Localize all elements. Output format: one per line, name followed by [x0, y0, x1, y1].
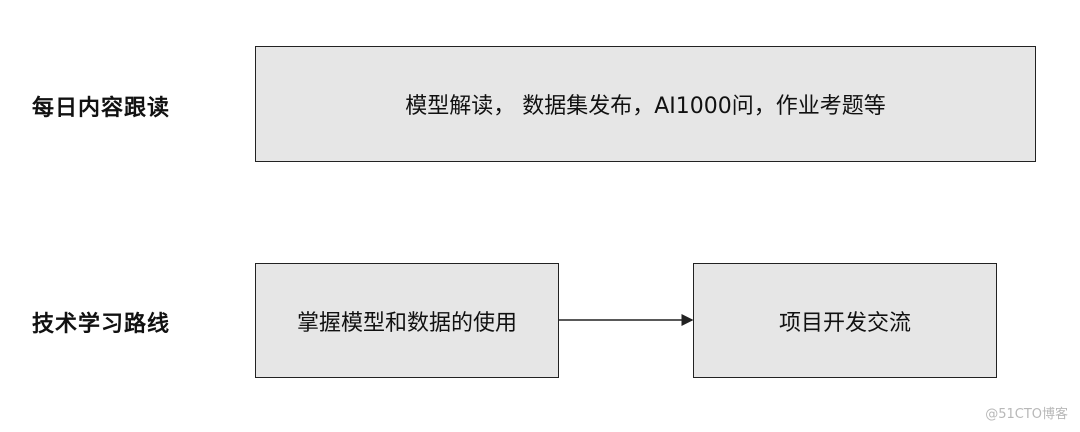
box-project-exchange: 项目开发交流 [693, 263, 997, 378]
box-daily-content: 模型解读， 数据集发布，AI1000问，作业考题等 [255, 46, 1036, 162]
watermark: @51CTO博客 [985, 407, 1068, 422]
row-label-daily-content: 每日内容跟读 [32, 96, 171, 121]
box-master-models-data: 掌握模型和数据的使用 [255, 263, 559, 378]
row-label-learning-path: 技术学习路线 [32, 312, 171, 337]
